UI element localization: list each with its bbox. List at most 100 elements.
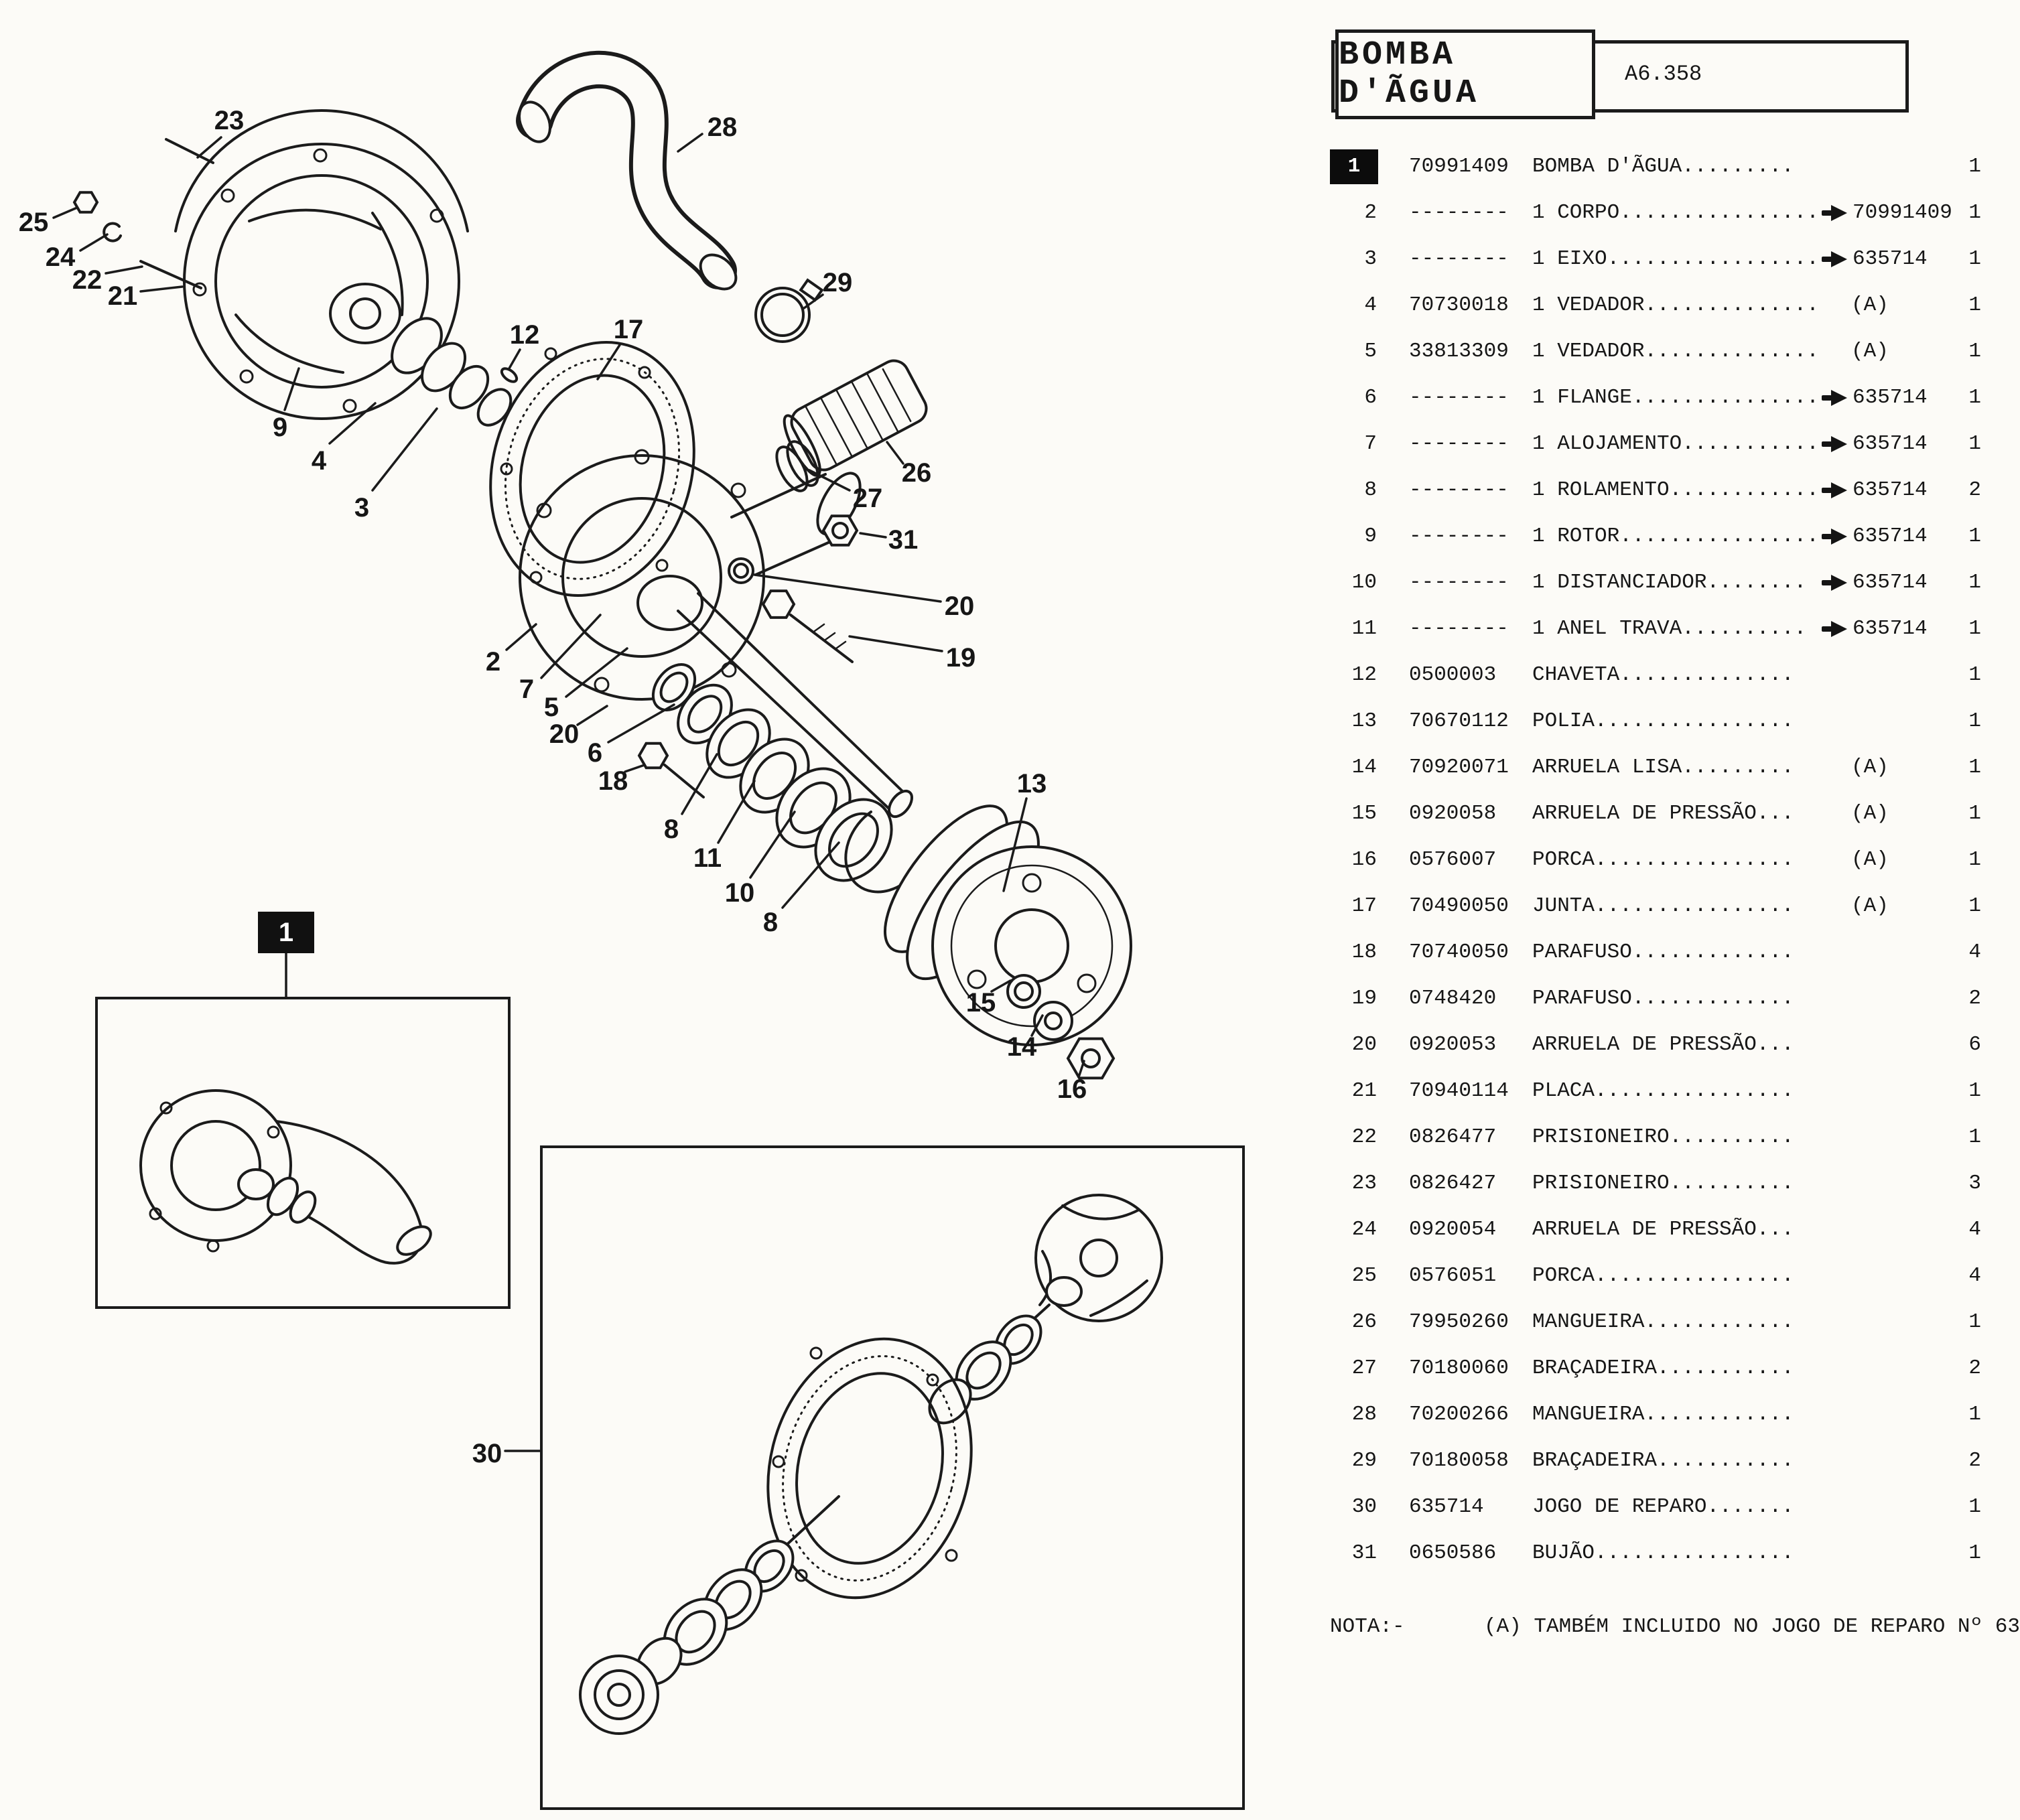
- key-12: [500, 367, 519, 383]
- item-number-cell: 22: [1351, 1125, 1377, 1149]
- table-row: 28 70200266 MANGUEIRA............ 1: [1330, 1391, 2007, 1438]
- callout-label: 7: [519, 675, 534, 704]
- callout-label: 24: [46, 242, 76, 272]
- item-number-cell: 14: [1351, 756, 1377, 779]
- callout-leader-line: [681, 753, 718, 815]
- table-row: 6 -------- 1 FLANGE............... 63571…: [1330, 374, 2007, 421]
- included-in-arrow-icon: [1822, 574, 1847, 591]
- part-number-cell: 0500003: [1409, 663, 1497, 687]
- quantity-cell: 1: [1968, 386, 1981, 409]
- description-cell: PARAFUSO.............: [1532, 987, 1794, 1010]
- callout-box: [258, 912, 314, 953]
- quantity-cell: 1: [1968, 709, 1981, 733]
- item-number-cell: 1: [1330, 149, 1378, 184]
- description-cell: JOGO DE REPARO.......: [1532, 1495, 1794, 1519]
- quantity-cell: 1: [1968, 756, 1981, 779]
- reference-part-number: 635714: [1853, 571, 1928, 594]
- part-number-cell: 0826477: [1409, 1125, 1497, 1149]
- callout-label: 29: [823, 268, 853, 297]
- nut-16: [1066, 1037, 1116, 1080]
- reference-cell: 635714: [1822, 432, 1953, 456]
- part-number-cell: 70180058: [1409, 1449, 1509, 1472]
- callout-label: 14: [1007, 1032, 1037, 1062]
- description-cell: BRAÇADEIRA...........: [1532, 1356, 1794, 1380]
- quantity-cell: 1: [1968, 432, 1981, 456]
- table-row: 12 0500003 CHAVETA.............. 1: [1330, 652, 2007, 698]
- callout-leader-line: [1030, 1014, 1044, 1037]
- callout-leader-line: [565, 647, 628, 698]
- callout-leader-line: [624, 764, 646, 773]
- reference-cell: 635714: [1822, 247, 1953, 271]
- table-row: 31 0650586 BUJÃO................ 1: [1330, 1530, 2007, 1576]
- callout-label: 15: [966, 988, 996, 1018]
- item-number-cell: 17: [1351, 894, 1377, 918]
- quantity-cell: 1: [1968, 1125, 1981, 1149]
- callout-label: 5: [544, 693, 559, 722]
- table-row: 19 0748420 PARAFUSO............. 2: [1330, 975, 2007, 1022]
- catalog-header: BOMBA D'ÃGUA A6.358: [1330, 20, 2007, 122]
- item-number-cell: 18: [1351, 940, 1377, 964]
- quantity-cell: 1: [1968, 293, 1981, 317]
- quantity-cell: 1: [1968, 340, 1981, 363]
- quantity-cell: 1: [1968, 247, 1981, 271]
- included-in-arrow-icon: [1822, 528, 1847, 545]
- part-number-cell: 70730018: [1409, 293, 1509, 317]
- description-cell: 1 FLANGE...............: [1532, 386, 1819, 409]
- quantity-cell: 1: [1968, 894, 1981, 918]
- callout-leader-line: [781, 841, 840, 909]
- callout-leader-line: [1002, 797, 1028, 892]
- inset-repair-kit: [540, 1145, 1245, 1810]
- seal-bearing-stack-group: [651, 663, 906, 894]
- item-number-cell: 21: [1351, 1079, 1377, 1103]
- part-number-cell: 0920053: [1409, 1033, 1497, 1056]
- item-number-cell: 11: [1351, 617, 1377, 640]
- parts-table: 1 70991409 BOMBA D'ÃGUA......... 1 2 ---…: [1330, 143, 2007, 1576]
- table-row: 10 -------- 1 DISTANCIADOR........ 63571…: [1330, 559, 2007, 606]
- table-row: 3 -------- 1 EIXO................. 63571…: [1330, 236, 2007, 282]
- reference-part-number: 635714: [1853, 247, 1928, 271]
- quantity-cell: 1: [1968, 1403, 1981, 1426]
- table-row: 26 79950260 MANGUEIRA............ 1: [1330, 1299, 2007, 1345]
- callout-label: 26: [902, 458, 932, 488]
- description-cell: PORCA................: [1532, 1264, 1794, 1287]
- included-in-arrow-icon: [1822, 435, 1847, 452]
- callout-label: 12: [510, 320, 540, 350]
- quantity-cell: 1: [1968, 802, 1981, 825]
- reference-part-number: 635714: [1853, 478, 1928, 502]
- rear-cover-group: [174, 109, 519, 427]
- item-number-cell: 23: [1351, 1172, 1377, 1195]
- reference-part-number: 635714: [1853, 617, 1928, 640]
- quantity-cell: 4: [1968, 940, 1981, 964]
- item-number-cell: 8: [1364, 478, 1377, 502]
- pump-body-group: [519, 449, 913, 819]
- callout-leader-line: [859, 532, 887, 539]
- item-number-cell: 7: [1364, 432, 1377, 456]
- included-in-arrow-icon: [1822, 204, 1847, 221]
- callout-label: 16: [1057, 1074, 1087, 1104]
- table-row: 9 -------- 1 ROTOR................ 63571…: [1330, 513, 2007, 559]
- callout-leader-line: [677, 133, 703, 153]
- quantity-cell: 1: [1968, 848, 1981, 871]
- callout-label: 8: [664, 815, 679, 844]
- description-cell: PLACA................: [1532, 1079, 1794, 1103]
- callout-label: 11: [693, 843, 722, 873]
- callout-label: 18: [598, 766, 628, 796]
- item-number-cell: 19: [1351, 987, 1377, 1010]
- item-number-cell: 25: [1351, 1264, 1377, 1287]
- reference-cell: (A): [1851, 756, 1889, 779]
- part-number-cell: 70940114: [1409, 1079, 1509, 1103]
- table-row: 18 70740050 PARAFUSO............. 4: [1330, 929, 2007, 975]
- item-number-cell: 15: [1351, 802, 1377, 825]
- item-number-cell: 27: [1351, 1356, 1377, 1380]
- table-row: 27 70180060 BRAÇADEIRA........... 2: [1330, 1345, 2007, 1391]
- table-row: 14 70920071 ARRUELA LISA......... (A) 1: [1330, 744, 2007, 790]
- callout-leader-line: [808, 469, 851, 492]
- reference-cell: 70991409: [1822, 201, 1953, 224]
- callout-label: 21: [108, 281, 138, 311]
- callout-label: 31: [888, 525, 919, 555]
- description-cell: 1 VEDADOR..............: [1532, 340, 1819, 363]
- table-row: 7 -------- 1 ALOJAMENTO........... 63571…: [1330, 421, 2007, 467]
- part-number-cell: 33813309: [1409, 340, 1509, 363]
- description-cell: ARRUELA DE PRESSÃO...: [1532, 1033, 1794, 1056]
